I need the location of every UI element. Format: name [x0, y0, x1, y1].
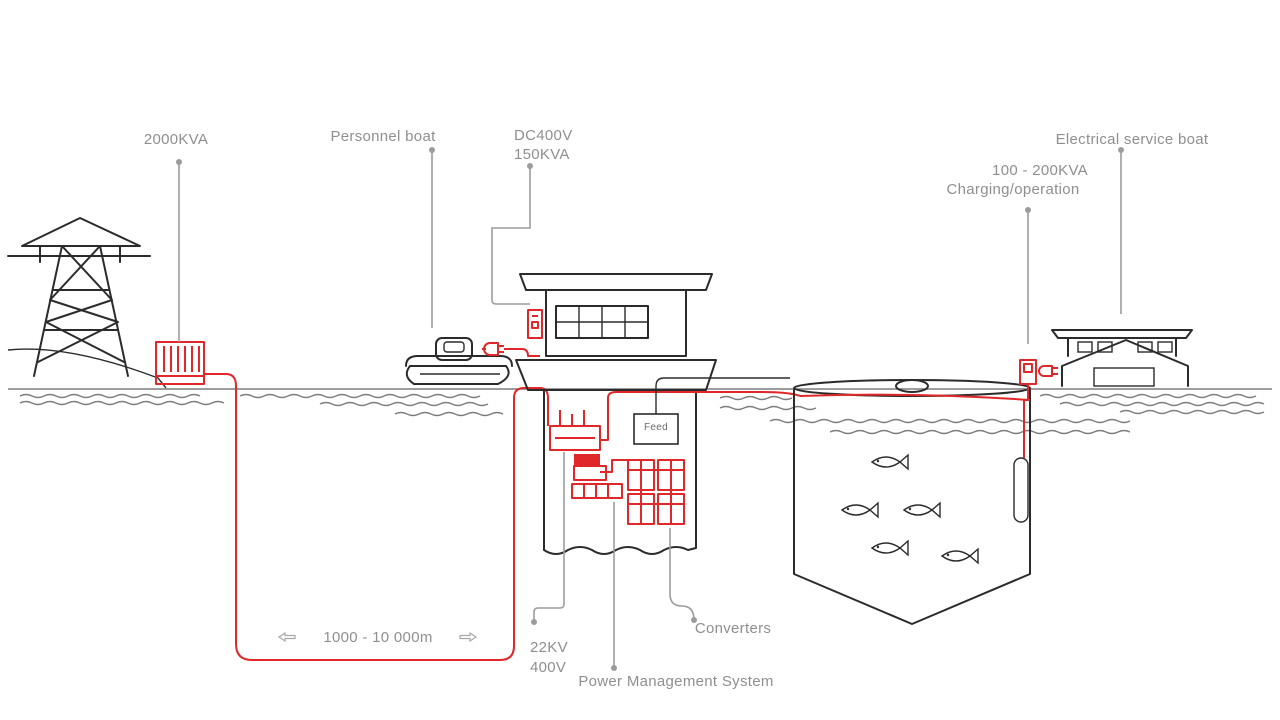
power-management-system-icon	[571, 454, 623, 499]
barge-cable	[600, 391, 801, 441]
charging-power-label: 100 - 200KVA	[992, 162, 1088, 179]
charger-icon	[527, 309, 543, 339]
service-boat-label: Electrical service boat	[1055, 131, 1209, 148]
fish-icon	[870, 453, 909, 471]
low-voltage-label: 400V	[530, 659, 567, 676]
subsea-cable	[204, 373, 549, 661]
dc-voltage-label: DC400V	[514, 127, 573, 144]
feed-pipe	[655, 377, 790, 414]
converter-cable	[600, 459, 628, 473]
fish-icon	[840, 501, 879, 519]
charging-mode-label: Charging/operation	[946, 181, 1080, 198]
shore-transformer-icon	[155, 341, 205, 385]
fish-icon	[940, 547, 979, 565]
feed-label: Feed	[644, 422, 668, 433]
dc-power-label: 150KVA	[514, 146, 570, 163]
pms-label: Power Management System	[578, 673, 774, 690]
fish-icon	[902, 501, 941, 519]
cable-length-arrows	[277, 631, 478, 643]
service-charger-icon	[1019, 359, 1058, 458]
power-pylon-icon	[7, 217, 167, 389]
plug-icon	[482, 342, 540, 357]
switchgear-icon	[549, 410, 601, 451]
feed-barge-icon	[515, 273, 717, 555]
electrical-service-boat-icon	[1051, 329, 1193, 387]
converters-label: Converters	[694, 620, 772, 637]
personnel-boat-label: Personnel boat	[330, 128, 436, 145]
transformer-rating-label: 2000KVA	[143, 131, 209, 148]
fish-icon	[870, 539, 909, 557]
personnel-boat-icon	[405, 337, 513, 385]
fish-pen-icon	[793, 379, 1031, 625]
converters-icon	[627, 459, 685, 525]
fish-group	[840, 453, 979, 565]
high-voltage-label: 22KV	[530, 639, 568, 656]
cable-length-label: 1000 - 10 000m	[323, 629, 433, 646]
leader-lines	[176, 147, 1124, 671]
